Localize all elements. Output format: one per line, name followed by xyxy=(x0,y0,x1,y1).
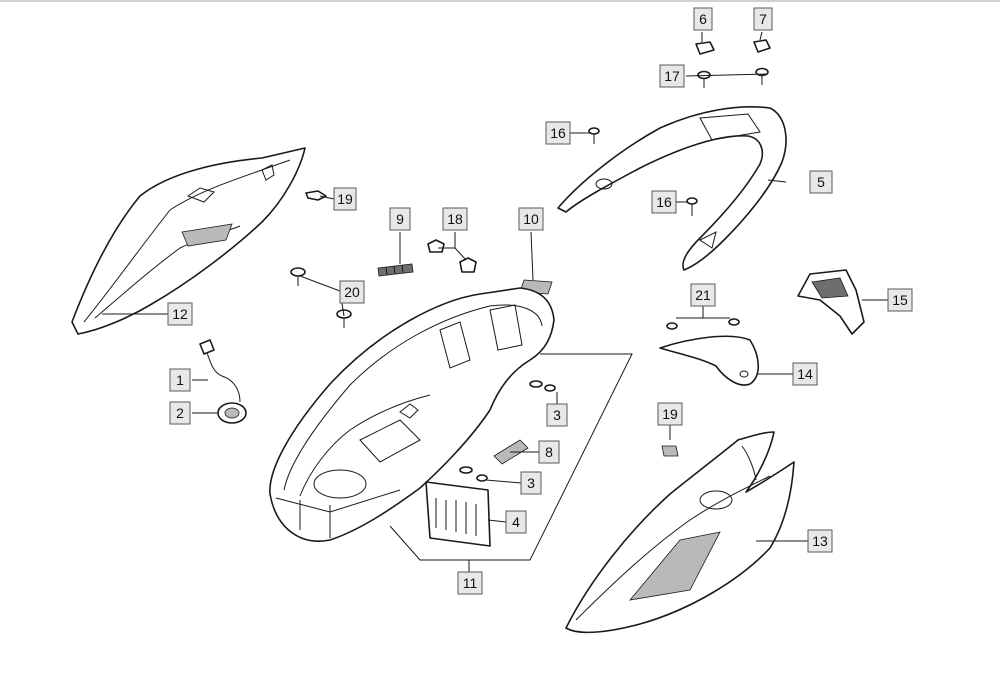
part-1-cable xyxy=(199,339,241,403)
callout-17: 17 xyxy=(659,64,685,88)
part-19-clip-upper xyxy=(305,190,327,201)
callout-20-label: 20 xyxy=(344,284,360,300)
part-4-flap xyxy=(425,481,491,547)
part-14-fender-piece xyxy=(659,335,760,386)
callout-8: 8 xyxy=(538,440,560,464)
callout-1-label: 1 xyxy=(176,372,184,388)
part-15-cover xyxy=(797,269,865,335)
part-9-rubber-strip xyxy=(377,263,414,277)
part-16-bolt-lower xyxy=(686,197,698,216)
callout-11-label: 11 xyxy=(463,575,478,591)
callout-15: 15 xyxy=(887,288,913,312)
callout-19-lower-label: 19 xyxy=(662,406,678,422)
part-18-grommets xyxy=(427,239,477,273)
window-top-border xyxy=(0,0,1000,2)
part-11-storage-box xyxy=(269,287,555,542)
part-5-grab-rail xyxy=(557,106,787,271)
callout-19-upper-label: 19 xyxy=(337,191,353,207)
callout-5: 5 xyxy=(809,170,833,194)
callout-5-label: 5 xyxy=(817,174,825,190)
part-7-nut xyxy=(753,39,771,53)
callout-4: 4 xyxy=(505,510,527,534)
part-11-bracket xyxy=(389,353,633,572)
callout-2: 2 xyxy=(169,401,191,425)
callout-6: 6 xyxy=(693,7,713,31)
callout-16-upper: 16 xyxy=(545,121,571,145)
part-2-socket xyxy=(217,402,247,424)
callout-14: 14 xyxy=(792,362,818,386)
callout-13: 13 xyxy=(807,529,833,553)
callout-3-upper-label: 3 xyxy=(553,407,561,423)
part-3-washers xyxy=(459,380,556,482)
callout-13-label: 13 xyxy=(812,533,828,549)
callout-2-label: 2 xyxy=(176,405,184,421)
callout-3-lower: 3 xyxy=(520,471,542,495)
callout-21-label: 21 xyxy=(695,287,711,303)
callout-4-label: 4 xyxy=(512,514,520,530)
part-16-bolt-upper xyxy=(588,127,600,144)
callout-3-lower-label: 3 xyxy=(527,475,535,491)
callout-14-label: 14 xyxy=(797,366,813,382)
callout-1: 1 xyxy=(169,368,191,392)
callout-12-label: 12 xyxy=(172,306,188,322)
callout-15-label: 15 xyxy=(892,292,908,308)
callout-19-upper: 19 xyxy=(333,187,357,211)
callout-9: 9 xyxy=(389,207,411,231)
part-12-left-side-cover xyxy=(71,147,306,335)
callout-10: 10 xyxy=(518,207,544,231)
callout-18: 18 xyxy=(442,207,468,231)
callout-9-label: 9 xyxy=(396,211,404,227)
callout-17-label: 17 xyxy=(664,68,680,84)
callout-3-upper: 3 xyxy=(546,403,568,427)
part-17-bolts xyxy=(697,67,769,88)
part-13-right-side-cover xyxy=(565,431,795,634)
part-21-screws xyxy=(666,318,740,330)
callout-12: 12 xyxy=(167,302,193,326)
part-19-clip-lower xyxy=(661,445,679,457)
callout-18-label: 18 xyxy=(447,211,463,227)
callout-10-label: 10 xyxy=(523,211,539,227)
callout-7-label: 7 xyxy=(759,11,767,27)
callout-11: 11 xyxy=(457,571,483,595)
callout-6-label: 6 xyxy=(699,11,707,27)
callout-16-lower-label: 16 xyxy=(656,194,672,210)
callout-16-upper-label: 16 xyxy=(550,125,566,141)
callout-19-lower: 19 xyxy=(657,402,683,426)
callout-20: 20 xyxy=(339,280,365,304)
part-6-nut xyxy=(695,41,715,55)
callout-8-label: 8 xyxy=(545,444,553,460)
callout-7: 7 xyxy=(753,7,773,31)
leader-lines xyxy=(102,31,888,542)
callout-21: 21 xyxy=(690,283,716,307)
callout-16-lower: 16 xyxy=(651,190,677,214)
